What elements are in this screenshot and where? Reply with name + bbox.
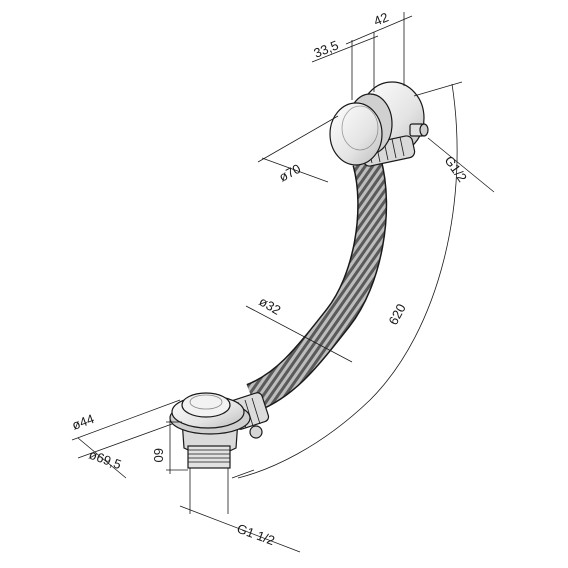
side-nipple [409,123,429,137]
dimension-thread-g1-2: G1/2 [427,137,495,193]
dim-label-d44: ø44 [70,411,96,433]
dimension-diameter-70: ø70 [257,115,339,185]
dim-label-33-5: 33,5 [312,37,341,60]
dim-label-g1-1-2: G1 1/2 [235,521,277,548]
overflow-head [329,81,429,167]
waste-plug-unit [169,392,270,469]
corrugated-hose [246,158,388,412]
dimension-thread-g1-1-2: G1 1/2 [179,468,301,553]
dim-label-d69-5: ø69,5 [87,447,123,472]
dimension-diameters-bottom: ø44 ø69,5 [70,399,181,479]
dimension-height-60: 60 [151,420,188,474]
dim-label-42: 42 [372,9,391,28]
dim-label-g1-2: G1/2 [442,153,470,185]
plug-cap [181,392,231,418]
tail-thread [188,449,230,463]
dim-label-620: 620 [385,301,408,327]
overflow-cap [329,102,383,166]
dim-label-60: 60 [151,448,166,462]
dim-label-d32: ø32 [257,294,284,318]
